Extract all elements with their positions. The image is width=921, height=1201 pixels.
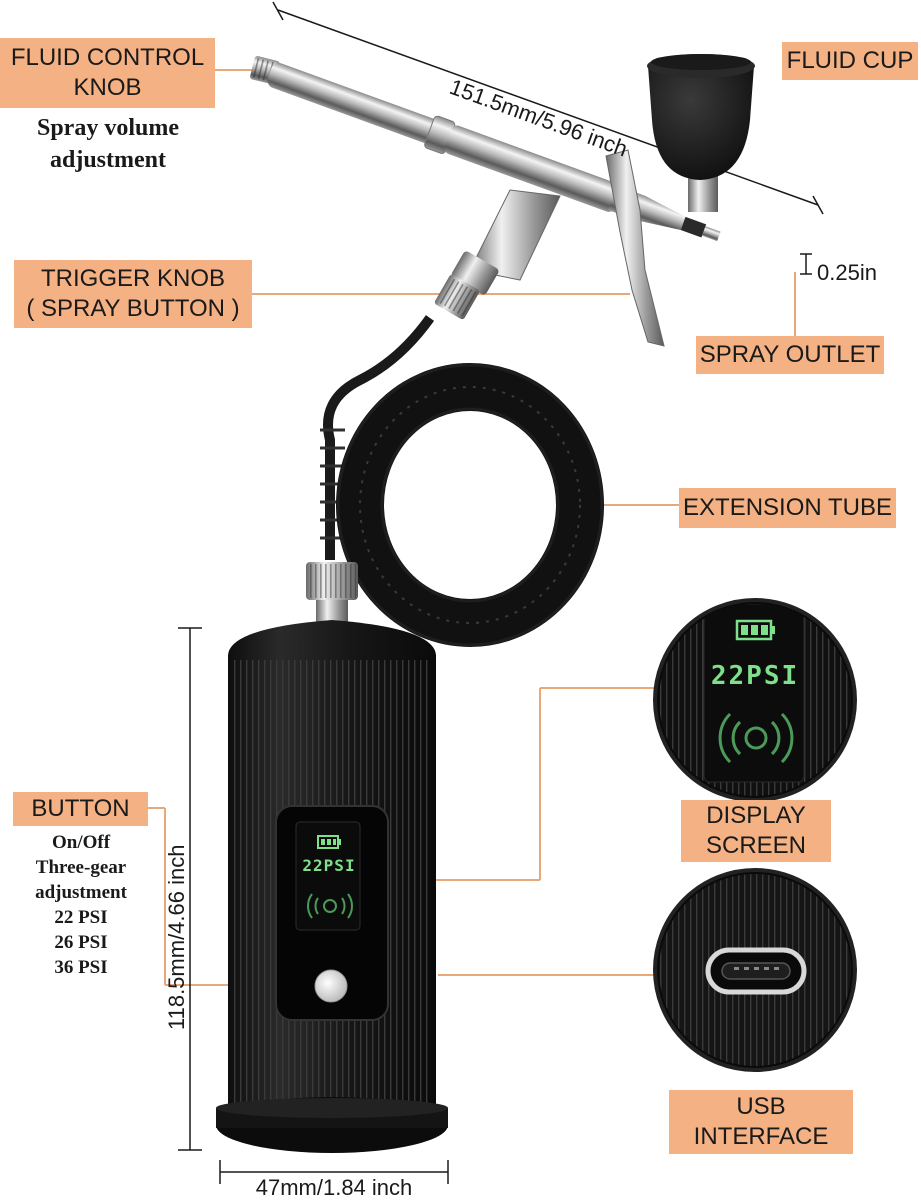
note-fluid-control-line1: Spray volume [36,115,179,141]
dimension-width: 47mm/1.84 inch [255,1175,413,1200]
label-fluid-control-knob-line1: FLUID CONTROL [10,44,205,71]
label-trigger-knob-line2: ( SPRAY BUTTON ) [26,295,240,322]
dimension-nozzle: 0.25in [817,260,877,285]
label-fluid-cup: FLUID CUP [782,42,918,80]
label-fluid-control-knob: FLUID CONTROL KNOB [0,38,215,108]
label-spray-outlet: SPRAY OUTLET [696,336,884,374]
label-display-screen: DISPLAY SCREEN [681,800,831,862]
pump-body [216,620,448,1153]
pressure-readout-zoom: 22PSI [710,661,800,691]
label-button: BUTTON [13,792,148,826]
label-extension-tube: EXTENSION TUBE [679,488,896,528]
label-fluid-control-knob-line2: KNOB [73,74,142,101]
note-button-line4: 22 PSI [54,907,108,928]
fluid-cup [647,54,755,212]
note-button-line6: 36 PSI [54,957,108,978]
note-fluid-control-line2: adjustment [49,147,166,173]
note-fluid-control: Spray volume adjustment [8,112,208,176]
label-trigger-knob-line1: TRIGGER KNOB [40,265,226,292]
pressure-readout-small: 22PSI [302,856,356,875]
hose-connector [306,562,358,622]
label-display-screen-line2: SCREEN [705,832,807,859]
label-usb-interface-line2: INTERFACE [693,1123,829,1150]
dimension-lines [178,1,824,1184]
display-zoom [653,598,857,802]
note-button: On/Off Three-gear adjustment 22 PSI 26 P… [0,830,162,980]
note-button-line3: adjustment [35,882,127,903]
label-usb-interface-line1: USB [736,1093,786,1120]
label-display-screen-line1: DISPLAY [706,802,806,829]
extension-tube [320,315,604,647]
note-button-line1: On/Off [51,832,111,853]
dimension-height: 118.5mm/4.66 inch [164,844,189,1030]
note-button-line5: 26 PSI [54,932,108,953]
airbrush-gun [250,54,755,347]
label-usb-interface: USB INTERFACE [669,1090,853,1154]
usb-zoom [653,868,857,1072]
label-trigger-knob: TRIGGER KNOB ( SPRAY BUTTON ) [14,260,252,328]
note-button-line2: Three-gear [35,857,127,878]
